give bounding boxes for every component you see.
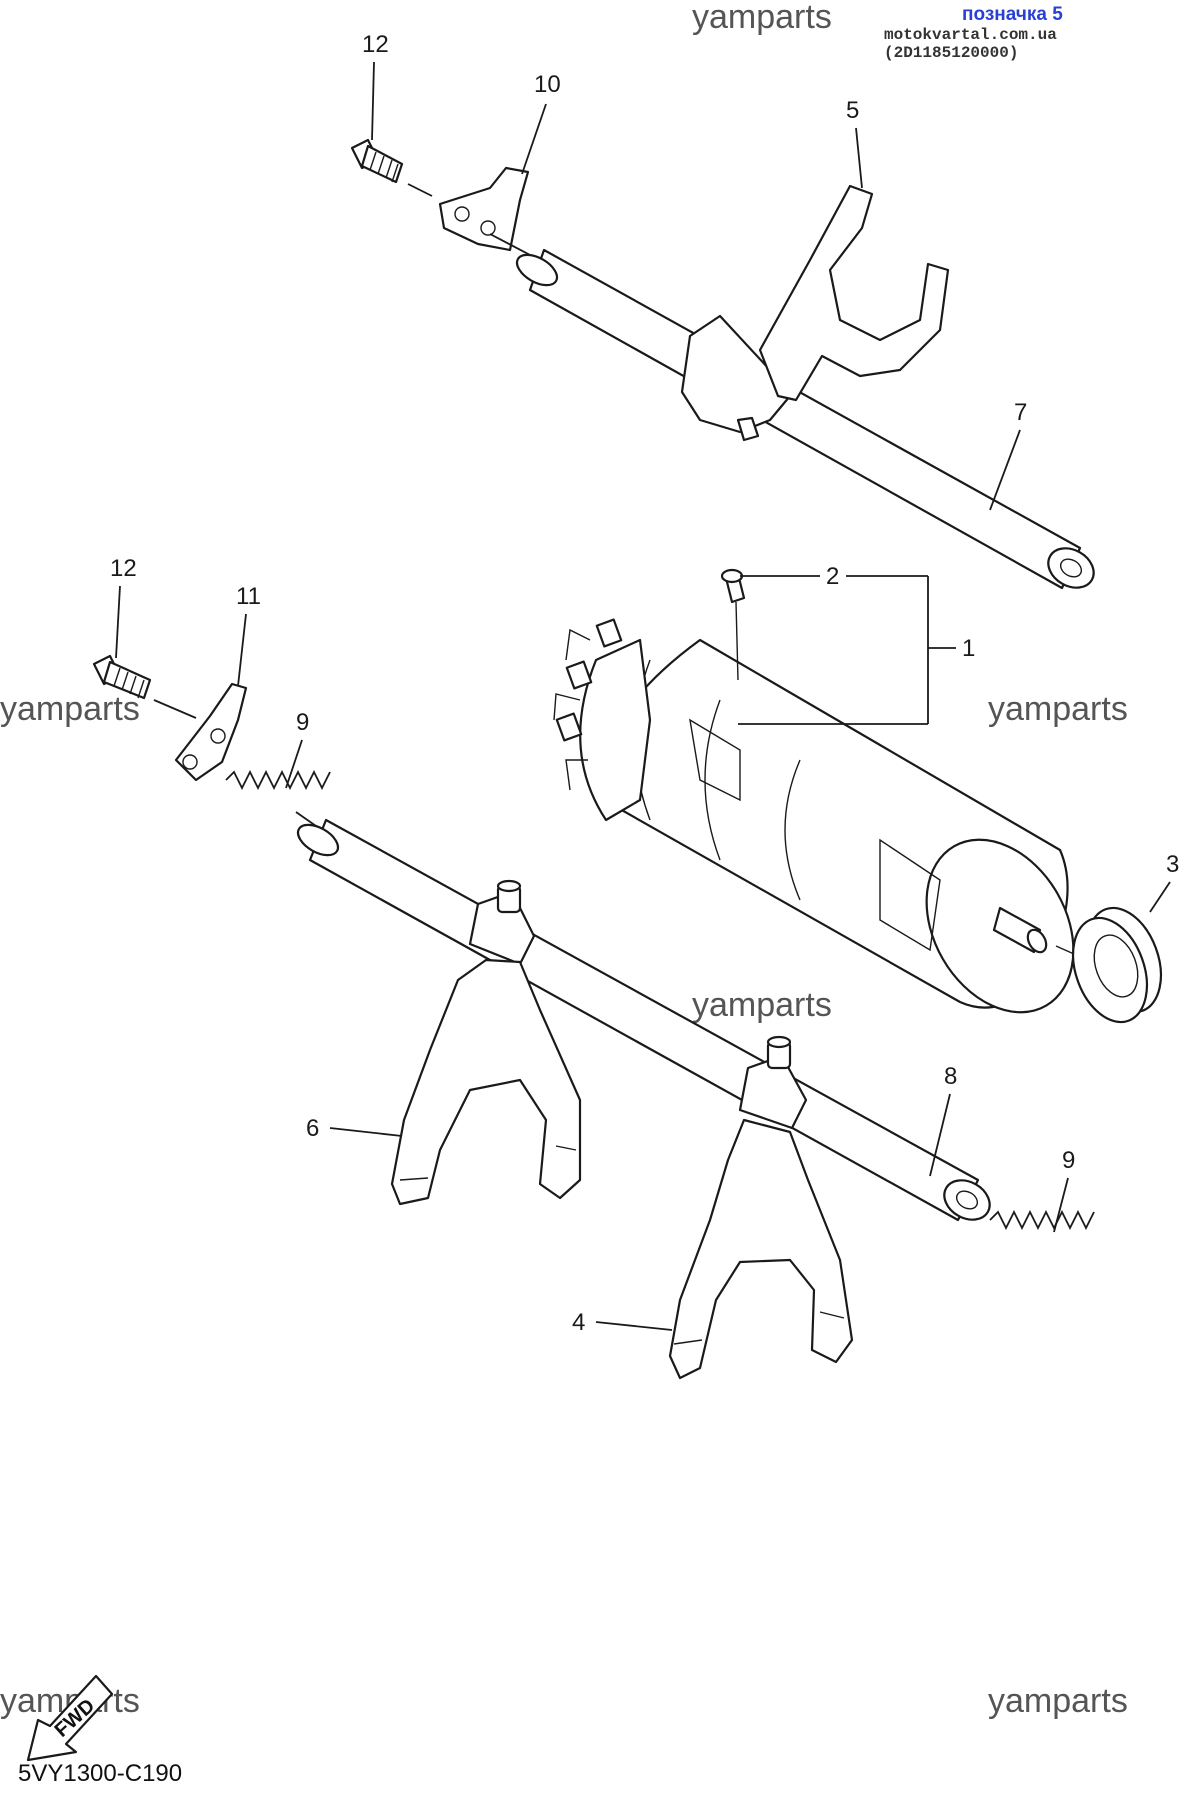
callout-12-upper: 12: [362, 31, 389, 58]
drum-pin: [720, 568, 746, 604]
shift-fork-4: [668, 1035, 854, 1380]
tag-source: motokvartal.com.ua (2D1185120000): [884, 26, 1057, 62]
callout-3: 3: [1166, 851, 1179, 878]
spring-left: [225, 769, 331, 791]
callout-10: 10: [534, 71, 561, 98]
callout-1: 1: [962, 635, 975, 662]
callout-2: 2: [826, 563, 839, 590]
drawing-code: 5VY1300-C190: [18, 1760, 183, 1787]
drum-bearing: [1071, 906, 1163, 1024]
shift-fork-6: [390, 879, 582, 1206]
shift-drum: [553, 618, 1075, 1014]
watermark-bottom-right: yamparts: [988, 1682, 1128, 1720]
callout-7: 7: [1014, 399, 1027, 426]
callout-9-left: 9: [296, 709, 309, 736]
bolt-upper: [350, 138, 404, 184]
callout-4: 4: [572, 1309, 585, 1336]
callout-5: 5: [846, 97, 859, 124]
watermark-left-mid: yamparts: [0, 690, 140, 728]
bolt-lower: [92, 654, 152, 700]
callout-6: 6: [306, 1115, 319, 1142]
tag-label: позначка 5: [962, 4, 1063, 25]
watermark-right-mid: yamparts: [988, 690, 1128, 728]
shift-shaft-7: [515, 248, 1095, 590]
callout-8: 8: [944, 1063, 957, 1090]
callout-12-lower: 12: [110, 555, 137, 582]
shift-fork-5: [680, 184, 950, 442]
stopper-plate-upper: [438, 166, 530, 252]
watermark-center: yamparts: [692, 986, 832, 1024]
spring-right: [989, 1209, 1095, 1231]
callout-9-right: 9: [1062, 1147, 1075, 1174]
stopper-plate-lower: [174, 682, 248, 782]
callout-11: 11: [236, 583, 261, 610]
watermark-top: yamparts: [692, 0, 832, 36]
